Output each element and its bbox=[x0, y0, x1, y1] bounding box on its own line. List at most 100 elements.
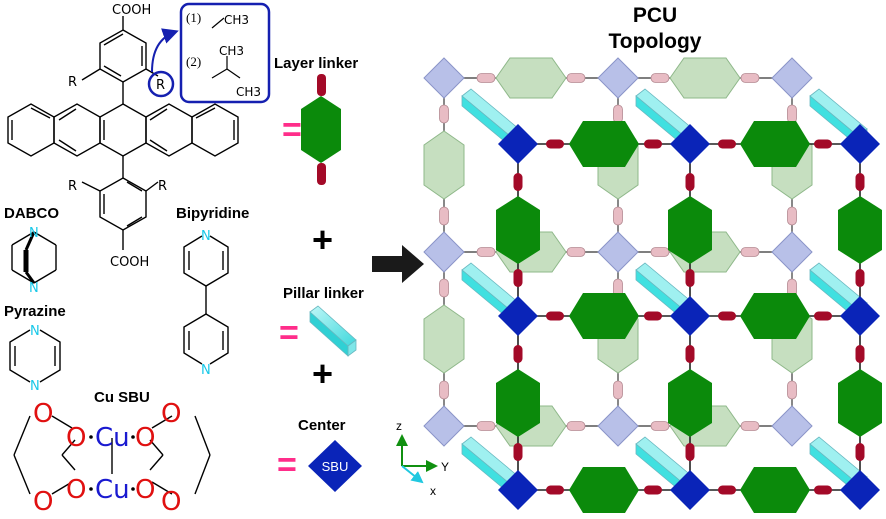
title-line2: Topology bbox=[609, 30, 702, 53]
dabco-structure bbox=[11, 231, 57, 284]
back-sbu-node bbox=[771, 57, 813, 99]
front-connector bbox=[814, 139, 832, 149]
plus-sign-2: + bbox=[312, 353, 333, 394]
back-connector bbox=[650, 247, 670, 257]
oxygen-atom: O bbox=[161, 487, 181, 517]
back-connector bbox=[650, 421, 670, 431]
oxygen-atom: O bbox=[135, 475, 155, 505]
bipyridine-n-top: N bbox=[201, 229, 211, 244]
back-connector bbox=[740, 73, 760, 83]
pyrazine-n-top: N bbox=[30, 324, 40, 339]
dabco-n-top: N bbox=[29, 226, 39, 241]
equals-sign-2: = bbox=[279, 314, 299, 352]
oxygen-atoms: O O O O O O O O bbox=[33, 399, 181, 517]
cu-sbu-label: Cu SBU bbox=[94, 389, 150, 406]
oxygen-atom: O bbox=[135, 423, 155, 453]
back-connector bbox=[439, 206, 449, 226]
front-layer-linker bbox=[740, 121, 810, 167]
isopropyl-skeleton bbox=[211, 56, 241, 79]
back-connector bbox=[787, 104, 797, 124]
front-layer-linker bbox=[668, 369, 712, 437]
r-highlight-circle bbox=[147, 70, 175, 98]
back-connector bbox=[439, 104, 449, 124]
r-substituent-left-top: R bbox=[68, 75, 77, 90]
front-connector bbox=[513, 443, 523, 461]
curved-arrow-icon bbox=[151, 28, 179, 73]
back-layer-linker bbox=[423, 130, 465, 200]
front-sbu-node bbox=[498, 124, 538, 164]
front-sbu-node bbox=[840, 470, 880, 510]
back-sbu-node bbox=[597, 57, 639, 99]
back-sbu-node bbox=[597, 231, 639, 273]
back-connector bbox=[613, 104, 623, 124]
front-connector bbox=[685, 345, 695, 363]
pyrazine-label: Pyrazine bbox=[4, 303, 66, 320]
front-layer-linker bbox=[569, 467, 639, 513]
front-connector bbox=[855, 345, 865, 363]
front-connector bbox=[513, 345, 523, 363]
front-connector bbox=[644, 311, 662, 321]
back-sbu-node bbox=[771, 405, 813, 447]
back-connector bbox=[566, 247, 586, 257]
bipyridine-structure bbox=[183, 235, 229, 365]
substituent-inset-box bbox=[179, 2, 271, 104]
front-layer-linker bbox=[569, 293, 639, 339]
oxygen-atom: O bbox=[66, 475, 86, 505]
layer-linker-molecule bbox=[7, 16, 239, 250]
front-sbu-node bbox=[840, 124, 880, 164]
pillar-linker-icon bbox=[309, 305, 357, 357]
back-layer-linker bbox=[669, 57, 741, 99]
front-sbu-node bbox=[670, 124, 710, 164]
front-layer-linker bbox=[496, 369, 540, 437]
pcu-lattice bbox=[423, 57, 882, 513]
front-connector bbox=[685, 173, 695, 191]
cooh-bottom-label: COOH bbox=[110, 255, 149, 270]
front-layer-linker bbox=[740, 293, 810, 339]
front-connector bbox=[855, 269, 865, 287]
front-connector bbox=[513, 269, 523, 287]
front-sbu-node bbox=[498, 470, 538, 510]
front-layer-linker bbox=[496, 196, 540, 264]
equals-sign-1: = bbox=[282, 111, 302, 149]
back-sbu-node bbox=[423, 231, 465, 273]
front-connector bbox=[546, 311, 564, 321]
plus-sign-1: + bbox=[312, 219, 333, 260]
back-sbu-node bbox=[771, 231, 813, 273]
axis-x-label: x bbox=[430, 484, 436, 498]
back-connector bbox=[787, 380, 797, 400]
r-substituent-right-bottom: R bbox=[158, 179, 167, 194]
front-connector bbox=[513, 173, 523, 191]
copper-atom-top: Cu bbox=[95, 423, 130, 453]
front-connector bbox=[814, 311, 832, 321]
paddlewheel-bonds bbox=[13, 415, 211, 495]
back-connector bbox=[613, 380, 623, 400]
front-layer-linker bbox=[838, 196, 882, 264]
front-sbu-node bbox=[670, 296, 710, 336]
back-connector bbox=[476, 421, 496, 431]
front-connector bbox=[718, 311, 736, 321]
front-connector bbox=[718, 485, 736, 495]
front-sbu-node bbox=[498, 296, 538, 336]
back-connector bbox=[439, 278, 449, 298]
axis-triad: z Y x bbox=[396, 419, 449, 498]
front-layer-linker bbox=[569, 121, 639, 167]
dabco-n-bottom: N bbox=[29, 281, 39, 296]
back-sbu-node bbox=[597, 405, 639, 447]
back-connector bbox=[740, 421, 760, 431]
back-layer-linker bbox=[495, 57, 567, 99]
back-connector bbox=[439, 380, 449, 400]
front-sbu-node bbox=[670, 470, 710, 510]
front-connector bbox=[685, 443, 695, 461]
r-substituent-left-bottom: R bbox=[68, 179, 77, 194]
inset-option2-number: (2) bbox=[186, 54, 201, 69]
layer-linker-icon bbox=[301, 74, 341, 185]
front-connector bbox=[814, 485, 832, 495]
bipyridine-n-bottom: N bbox=[201, 363, 211, 378]
back-connector bbox=[787, 206, 797, 226]
layer-linker-label: Layer linker bbox=[274, 55, 358, 72]
bipyridine-label: Bipyridine bbox=[176, 205, 249, 222]
back-connector bbox=[476, 247, 496, 257]
back-sbu-node bbox=[423, 405, 465, 447]
center-label: Center bbox=[298, 417, 346, 434]
